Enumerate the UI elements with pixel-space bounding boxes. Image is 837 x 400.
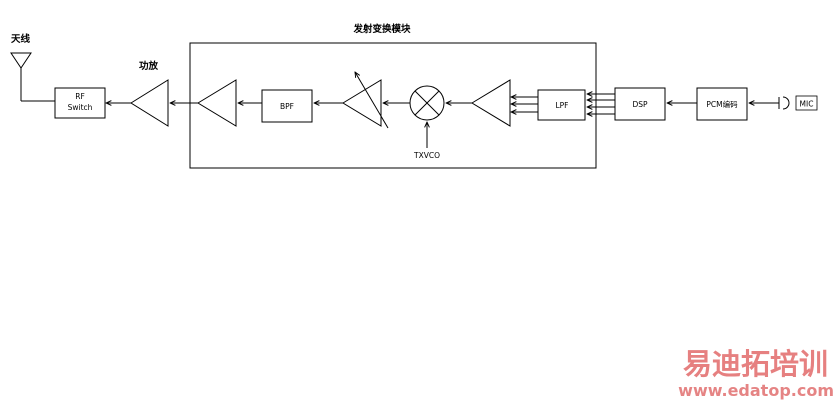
- transmit-conversion-module-box: [189, 42, 597, 169]
- power-amp-label: 功放: [139, 60, 159, 72]
- lpf-block: [537, 89, 586, 121]
- watermark-brand: 易迪拓培训: [683, 347, 828, 381]
- pcm-encoder-block: [696, 87, 748, 121]
- dsp-to-lpf-connectors: [587, 94, 615, 114]
- pcm-encoder-label: PCM编码: [706, 99, 738, 109]
- mic-label-box: [795, 95, 818, 111]
- rf-switch-label-line2: Switch: [68, 103, 93, 112]
- variable-gain-amp-triangle: [342, 79, 382, 127]
- dsp-block: [614, 87, 666, 121]
- antenna-icon: [10, 52, 55, 102]
- dsp-label: DSP: [632, 100, 648, 109]
- lpf-label: LPF: [555, 101, 568, 110]
- lpf-to-amp-connectors: [511, 97, 538, 112]
- baseband-amp-triangle: [471, 79, 511, 127]
- bpf-block: [261, 89, 313, 123]
- variable-gain-arrow-icon: [355, 72, 389, 129]
- txvco-label: TXVCO: [413, 151, 440, 160]
- power-amp-triangle: [130, 79, 169, 127]
- driver-amp-triangle: [197, 79, 237, 127]
- bpf-label: BPF: [280, 102, 294, 111]
- watermark-url: www.edatop.com: [678, 381, 834, 400]
- microphone-icon: [778, 96, 790, 110]
- mixer-icon: [409, 85, 445, 121]
- rf-switch-label-line1: RF: [75, 92, 85, 101]
- antenna-label: 天线: [11, 33, 31, 45]
- mic-label: MIC: [800, 100, 814, 109]
- rf-switch-block: [54, 87, 106, 119]
- module-title: 发射变换模块: [352, 23, 411, 35]
